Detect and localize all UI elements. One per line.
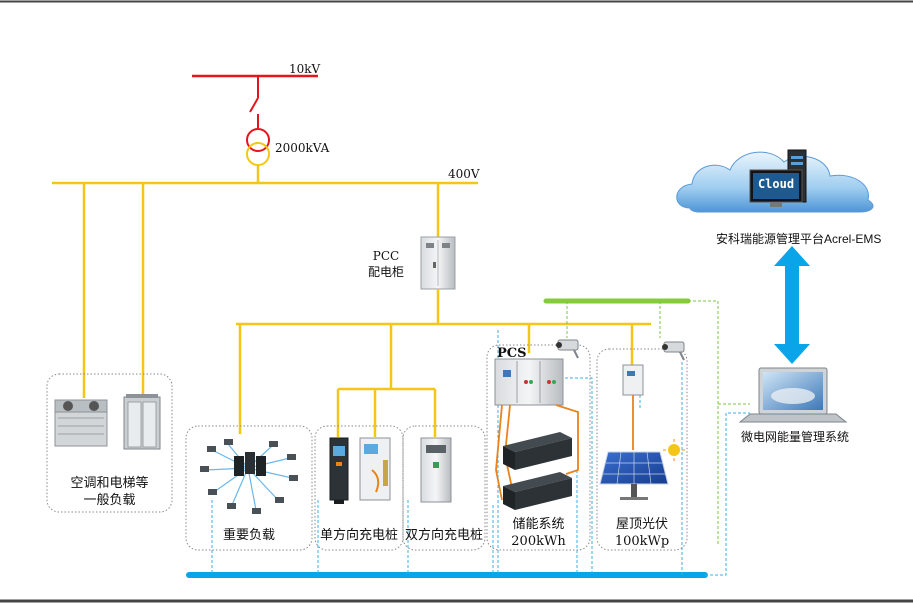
storage-label-line1: 储能系统 xyxy=(512,517,565,532)
bi-charger-icon xyxy=(420,437,452,503)
cloud-text: Cloud xyxy=(757,177,795,191)
elevator-icon xyxy=(123,394,161,450)
pcc-label-line1: PCC xyxy=(372,249,400,263)
group-box-storage xyxy=(486,344,591,551)
group-box-pv xyxy=(596,348,688,551)
ems-laptop-icon xyxy=(738,367,848,423)
uni-charger-icon-1 xyxy=(329,437,349,504)
group-box-uni-charger xyxy=(314,425,404,551)
pv-label-line1: 屋顶光伏 xyxy=(615,517,668,532)
group-box-bi-charger xyxy=(402,425,486,551)
battery-pack-icon-1 xyxy=(503,432,572,470)
cloud-monitor-icon xyxy=(749,169,803,207)
dc-link-3 xyxy=(555,404,579,475)
cloud-ems-link-arrow xyxy=(774,246,810,364)
pv-inverter-icon xyxy=(622,364,644,396)
cctv-camera-icon-1 xyxy=(556,339,579,359)
sun-icon xyxy=(663,439,685,461)
general-load-label-line2: 一般负载 xyxy=(83,493,136,508)
cctv-camera-icon-2 xyxy=(662,341,685,361)
group-box-general-load xyxy=(46,373,173,513)
general-load-label-line1: 空调和电梯等 xyxy=(70,476,149,491)
transformer-secondary-icon xyxy=(246,142,270,166)
grid-voltage-label: 10kV xyxy=(289,62,321,76)
network-servers-icon xyxy=(200,439,298,514)
important-load-label: 重要负载 xyxy=(222,528,275,543)
group-box-important-load xyxy=(185,425,313,551)
uni-charger-label: 单方向充电桩 xyxy=(319,528,398,543)
bus-voltage-label: 400V xyxy=(448,167,480,181)
bi-charger-label: 双方向充电桩 xyxy=(404,528,483,543)
solar-panel-icon xyxy=(599,451,669,500)
pcc-cabinet-icon xyxy=(420,236,456,290)
air-conditioner-icon xyxy=(54,399,108,447)
uni-charger-icon-2 xyxy=(359,437,391,501)
pcs-cabinet-icon xyxy=(494,358,564,406)
transformer-primary-icon xyxy=(246,128,270,152)
pv-label-line2: 100kWp xyxy=(614,534,670,549)
transformer-rating-label: 2000kVA xyxy=(275,141,330,155)
battery-pack-icon-2 xyxy=(503,472,572,510)
dc-link-1 xyxy=(495,404,503,501)
storage-label-line2: 200kWh xyxy=(511,534,566,549)
ems-label: 微电网能量管理系统 xyxy=(741,430,850,444)
green-dashed-link xyxy=(688,300,719,544)
pcs-label: PCS xyxy=(497,346,527,361)
platform-label: 安科瑞能源管理平台Acrel-EMS xyxy=(716,232,882,246)
pcc-label-line2: 配电柜 xyxy=(367,265,404,279)
breaker-switch-icon xyxy=(249,97,259,113)
